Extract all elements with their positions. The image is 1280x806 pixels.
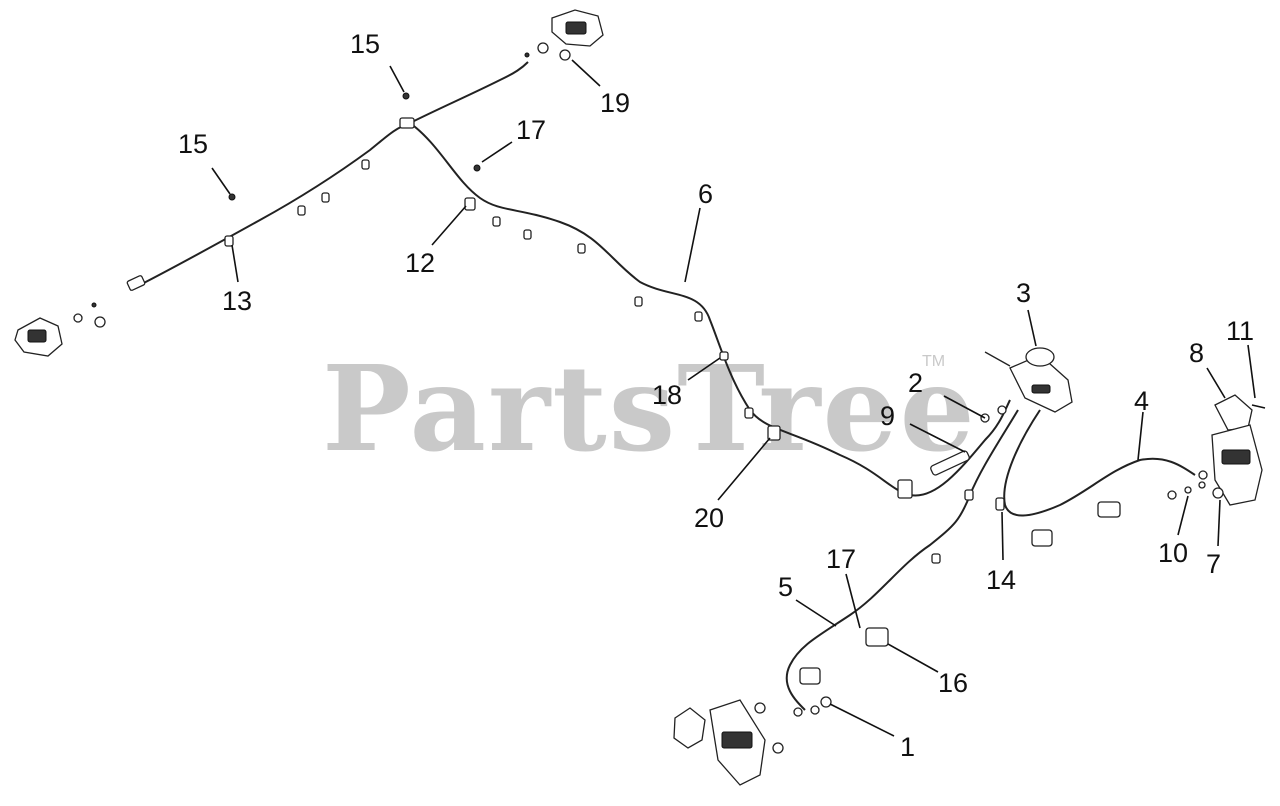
callout-13: 13 bbox=[222, 286, 252, 316]
callout-17-top: 17 bbox=[516, 115, 546, 145]
upper-left-brake-line bbox=[129, 122, 411, 291]
callout-11: 11 bbox=[1226, 316, 1254, 346]
callout-15-top: 15 bbox=[350, 29, 380, 59]
lower-left-brake-line bbox=[785, 409, 1019, 711]
upper-right-brake-line bbox=[409, 61, 529, 124]
watermark-trademark: TM bbox=[922, 353, 945, 370]
leader-lines bbox=[211, 59, 1256, 737]
callout-8: 8 bbox=[1189, 338, 1204, 368]
callout-17-bottom: 17 bbox=[826, 544, 856, 574]
callout-18: 18 bbox=[652, 380, 682, 410]
callout-10: 10 bbox=[1158, 538, 1188, 568]
callout-20: 20 bbox=[694, 503, 724, 533]
lower-brake-caliper bbox=[673, 696, 832, 786]
callout-labels: 15 19 15 17 6 12 13 3 11 8 2 18 9 4 20 1… bbox=[178, 29, 1254, 762]
master-cylinder bbox=[984, 347, 1073, 413]
lower-right-brake-line bbox=[1003, 409, 1196, 517]
callout-12: 12 bbox=[405, 248, 435, 278]
callout-3: 3 bbox=[1016, 278, 1031, 308]
callout-5: 5 bbox=[778, 572, 793, 602]
upper-brake-caliper bbox=[524, 9, 604, 61]
callout-7: 7 bbox=[1206, 549, 1221, 579]
callout-15-left: 15 bbox=[178, 129, 208, 159]
callout-4: 4 bbox=[1134, 386, 1149, 416]
left-brake-caliper bbox=[14, 302, 106, 357]
callout-16: 16 bbox=[938, 668, 968, 698]
callout-9: 9 bbox=[880, 401, 895, 431]
line-clamps bbox=[126, 92, 1206, 685]
callout-2: 2 bbox=[908, 368, 923, 398]
callout-14: 14 bbox=[986, 565, 1016, 595]
watermark-text: PartsTree bbox=[322, 339, 977, 478]
callout-1: 1 bbox=[900, 732, 915, 762]
callout-6: 6 bbox=[698, 179, 713, 209]
right-brake-caliper bbox=[1198, 394, 1266, 506]
callout-19: 19 bbox=[600, 88, 630, 118]
